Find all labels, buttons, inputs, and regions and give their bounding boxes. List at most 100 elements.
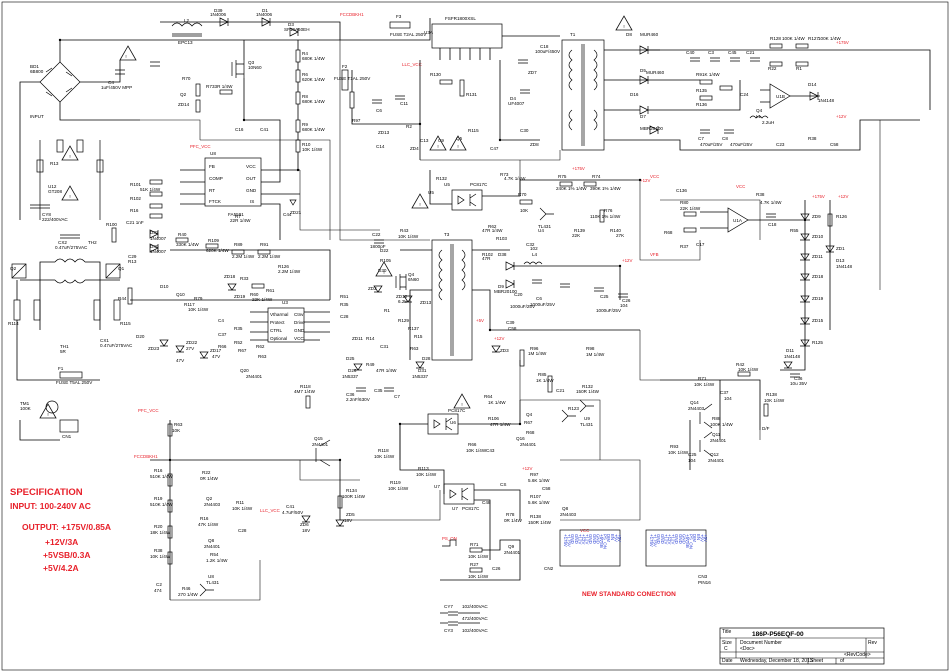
svg-text:R62: R62 — [488, 224, 497, 229]
svg-text:EPC13: EPC13 — [178, 40, 193, 45]
svg-text:C4: C4 — [108, 80, 114, 85]
spec-output: OUTPUT: +175V/0.85A — [22, 522, 111, 532]
hv-warning-icon — [449, 135, 467, 151]
svg-text:D38: D38 — [498, 252, 507, 257]
svg-text:C6: C6 — [536, 296, 542, 301]
svg-text:R129: R129 — [398, 318, 409, 323]
svg-text:R63: R63 — [174, 422, 183, 427]
svg-text:R43: R43 — [400, 228, 409, 233]
svg-text:R107: R107 — [530, 494, 541, 499]
optocoupler-pc817 — [443, 483, 475, 505]
svg-text:R88: R88 — [712, 416, 721, 421]
svg-text:CN1: CN1 — [62, 434, 72, 439]
svg-text:10K 1/4W: 10K 1/4W — [302, 147, 323, 152]
svg-text:ZD11: ZD11 — [352, 336, 363, 341]
connector-pin-label: +5V — [617, 534, 622, 542]
connector-pin-label: +5VSB — [599, 534, 604, 548]
svg-text:U6: U6 — [450, 420, 456, 425]
opamp-u1a — [727, 207, 749, 233]
svg-text:!: ! — [437, 144, 438, 149]
svg-text:Q20: Q20 — [240, 368, 249, 373]
svg-text:R27: R27 — [470, 562, 479, 567]
svg-text:R52: R52 — [234, 340, 243, 345]
svg-text:PFC_VCC: PFC_VCC — [138, 408, 159, 413]
connector-pin-label: GND — [588, 534, 593, 544]
svg-text:R109: R109 — [208, 238, 219, 243]
svg-text:150R 1/4W: 150R 1/4W — [528, 520, 552, 525]
svg-text:IS: IS — [250, 199, 254, 204]
svg-text:47R: 47R — [482, 256, 491, 261]
svg-text:CN3: CN3 — [698, 574, 708, 579]
svg-text:10K: 10K — [520, 208, 529, 213]
connector-pin-label: +12V — [581, 534, 586, 544]
svg-text:U8: U8 — [210, 151, 216, 156]
svg-text:C21 1nF: C21 1nF — [126, 220, 144, 225]
svg-text:R67: R67 — [524, 420, 533, 425]
llc-controller-ic — [431, 23, 503, 49]
svg-text:D31: D31 — [418, 368, 427, 373]
svg-text:0R 1/4W: 0R 1/4W — [200, 476, 219, 481]
svg-text:Date: Date — [722, 658, 733, 664]
svg-text:10K 1/4W: 10K 1/4W — [764, 398, 785, 403]
svg-text:T1: T1 — [570, 32, 576, 37]
hv-warning-icon — [615, 15, 633, 31]
svg-text:CY7: CY7 — [444, 604, 453, 609]
svg-text:R106: R106 — [488, 416, 499, 421]
svg-text:ZD9: ZD9 — [812, 214, 821, 219]
connector-pin-label: GND — [574, 534, 579, 544]
svg-text:T3: T3 — [444, 232, 450, 237]
svg-text:MBR20100: MBR20100 — [494, 289, 517, 294]
svg-text:ZD15: ZD15 — [812, 318, 824, 323]
svg-text:Protect: Protect — [270, 320, 285, 325]
connector-pin-label: GND — [595, 534, 600, 544]
svg-text:R49: R49 — [366, 362, 375, 367]
svg-text:ZD17: ZD17 — [210, 348, 222, 353]
svg-text:LLC_VCC: LLC_VCC — [260, 508, 280, 513]
svg-text:1uF/450V MPP: 1uF/450V MPP — [101, 85, 132, 90]
svg-text:CX2: CX2 — [58, 240, 67, 245]
svg-text:10K 1/4W: 10K 1/4W — [188, 307, 209, 312]
connector-pin-label: GND — [674, 534, 679, 544]
svg-text:GT208: GT208 — [48, 189, 62, 194]
svg-text:C: C — [724, 646, 728, 652]
svg-text:R35: R35 — [340, 302, 349, 307]
svg-text:510K 1/4W: 510K 1/4W — [150, 502, 173, 507]
svg-text:L4: L4 — [532, 252, 538, 257]
svg-text:Q2: Q2 — [180, 92, 187, 97]
connector-pin-label: +175V — [563, 534, 568, 547]
y-caps-section: CY7 102/400VAC CY3 102/400VAC 472/400VAC — [440, 604, 488, 633]
svg-text:C39: C39 — [506, 320, 515, 325]
svg-text:104: 104 — [688, 458, 696, 463]
svg-text:U3: U3 — [282, 300, 288, 305]
svg-text:R139: R139 — [574, 228, 585, 233]
svg-text:R42: R42 — [736, 362, 745, 367]
svg-text:R114: R114 — [8, 321, 19, 326]
connector-pin-label: +5V — [613, 534, 618, 542]
svg-text:R19: R19 — [154, 496, 163, 501]
connector-pin-label: EN — [696, 534, 701, 540]
svg-text:R91: R91 — [260, 242, 269, 247]
svg-text:R68: R68 — [526, 430, 535, 435]
svg-text:1N4006: 1N4006 — [256, 12, 273, 17]
svg-text:2N4401: 2N4401 — [246, 374, 263, 379]
svg-text:R80: R80 — [680, 200, 689, 205]
svg-text:18V: 18V — [344, 518, 353, 523]
svg-text:R71: R71 — [470, 542, 479, 547]
svg-text:2N4401: 2N4401 — [708, 458, 725, 463]
svg-text:D22: D22 — [380, 248, 389, 253]
svg-text:D3: D3 — [288, 22, 294, 27]
svg-text:22K: 22K — [572, 233, 581, 238]
svg-text:+12V: +12V — [640, 178, 650, 183]
svg-text:27V: 27V — [186, 346, 195, 351]
svg-text:R1: R1 — [384, 308, 390, 313]
svg-text:R6: R6 — [302, 72, 308, 77]
svg-text:R13: R13 — [50, 161, 59, 166]
connector-pin-label: PS_ON — [689, 534, 694, 549]
svg-text:C14: C14 — [376, 144, 385, 149]
svg-text:FA5591: FA5591 — [228, 212, 244, 217]
svg-text:1N5337: 1N5337 — [412, 374, 429, 379]
connector-pin-label: +12V — [663, 534, 668, 544]
svg-text:Q9: Q9 — [508, 544, 515, 549]
svg-text:47K 1/4W: 47K 1/4W — [198, 522, 219, 527]
svg-text:Optional: Optional — [270, 336, 287, 341]
